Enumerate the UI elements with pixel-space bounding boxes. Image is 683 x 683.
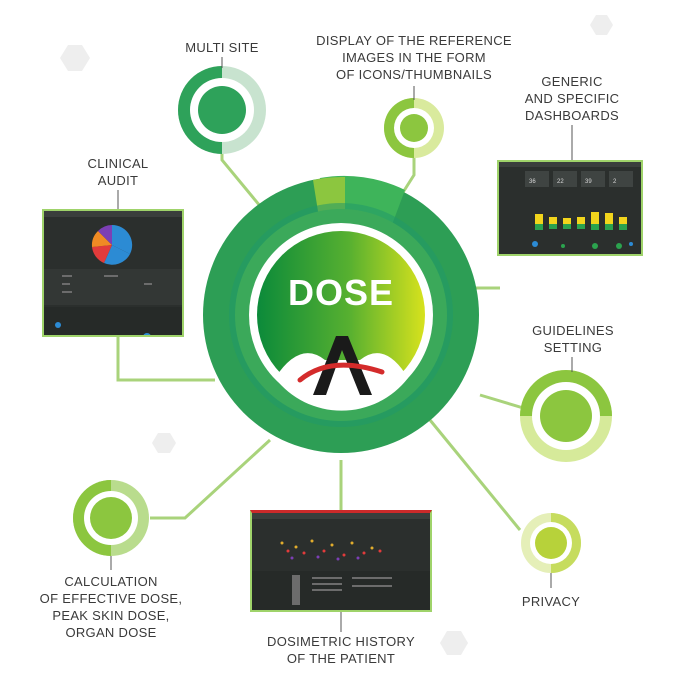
label-multi-site: MULTI SITE <box>185 40 259 55</box>
kpi-value: 22 <box>557 179 564 185</box>
hexagon-icon <box>152 433 176 453</box>
hexagon-icon <box>590 15 613 35</box>
center-title: DOSE <box>287 272 395 313</box>
connector-lines <box>116 147 531 531</box>
central-dial <box>203 175 479 453</box>
dose-logo-a <box>297 336 385 395</box>
label-privacy: PRIVACY <box>521 594 581 609</box>
target-ring-icon <box>521 513 581 573</box>
kpi-value: 2 <box>613 179 617 185</box>
hexagon-icon <box>60 45 90 71</box>
kpi-value: 39 <box>585 179 592 185</box>
kpi-value: 36 <box>529 179 536 185</box>
clinical-audit-screen <box>42 209 184 337</box>
dosimetric-history-screen <box>250 510 432 612</box>
target-ring-icon <box>73 480 149 556</box>
leader-ticks <box>110 57 573 632</box>
target-ring-icon <box>178 66 266 154</box>
hexagon-icon <box>440 631 468 655</box>
target-ring-icon <box>384 98 444 158</box>
target-ring-icon <box>520 370 612 462</box>
dashboard-screen: 36 22 39 2 <box>497 160 643 256</box>
